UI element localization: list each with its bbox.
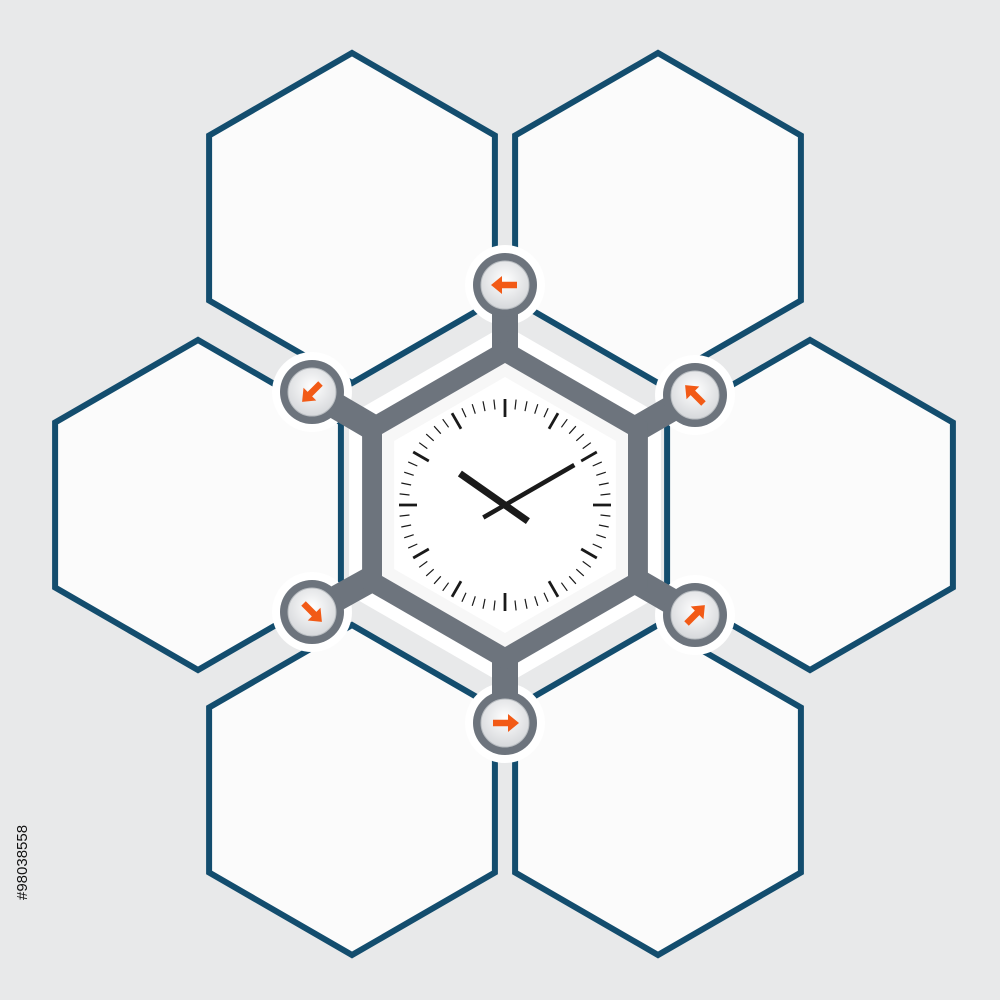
- minute-tick: [493, 600, 496, 611]
- minute-tick: [600, 514, 611, 517]
- minute-tick: [543, 407, 549, 418]
- minute-tick: [404, 534, 414, 539]
- minute-tick: [575, 433, 585, 442]
- hour-tick: [412, 450, 430, 463]
- minute-tick: [425, 568, 435, 577]
- minute-tick: [407, 461, 418, 467]
- panel-bottom-right: [512, 621, 804, 959]
- panel-frame: [512, 49, 804, 387]
- node-upper-left: [287, 367, 337, 417]
- minute-tick: [401, 482, 412, 486]
- minute-tick: [598, 524, 609, 528]
- minute-tick: [543, 592, 549, 603]
- panel-top-left: [206, 49, 498, 387]
- arrow-down-right-icon: [301, 601, 322, 622]
- hour-tick: [547, 412, 560, 430]
- minute-tick: [461, 407, 467, 418]
- minute-tick: [524, 598, 528, 609]
- clock: [394, 377, 616, 633]
- clock-ticks: [399, 399, 611, 611]
- arrow-shape: [685, 385, 706, 406]
- minute-tick: [600, 493, 611, 496]
- node-bottom: [480, 698, 530, 748]
- hour-tick: [580, 450, 598, 463]
- panel-frame: [206, 49, 498, 387]
- minute-tick: [425, 433, 435, 442]
- minute-tick: [442, 582, 450, 592]
- arrow-shape: [491, 276, 517, 294]
- minute-tick: [598, 482, 609, 486]
- minute-tick: [596, 471, 606, 476]
- arrow-shape: [493, 714, 519, 732]
- arrow-shape: [302, 381, 323, 402]
- minute-tick: [399, 514, 410, 517]
- hour-tick: [450, 412, 463, 430]
- minute-tick: [524, 401, 528, 412]
- minute-tick: [514, 399, 517, 410]
- minute-tick: [568, 575, 577, 585]
- minute-tick: [433, 575, 442, 585]
- minute-tick: [592, 461, 603, 467]
- panel-bottom-left: [206, 621, 498, 959]
- minute-tick: [442, 418, 450, 428]
- hour-hand: [457, 470, 530, 524]
- panel-frame: [512, 621, 804, 959]
- minute-tick: [582, 560, 592, 568]
- minute-tick: [596, 534, 606, 539]
- arrow-shape: [684, 605, 705, 626]
- minute-tick: [461, 592, 467, 603]
- arrow-shape: [301, 601, 322, 622]
- minute-tick: [493, 399, 496, 410]
- hour-tick: [412, 547, 430, 560]
- arrow-down-left-icon: [302, 381, 323, 402]
- minute-tick: [418, 442, 428, 450]
- panel-frame: [206, 621, 498, 959]
- minute-tick: [514, 600, 517, 611]
- minute-tick: [404, 471, 414, 476]
- minute-tick: [482, 598, 486, 609]
- minute-tick: [560, 582, 568, 592]
- minute-tick: [418, 560, 428, 568]
- node-lower-right: [670, 590, 720, 640]
- minute-tick: [399, 493, 410, 496]
- minute-tick: [592, 543, 603, 549]
- minute-tick: [471, 596, 476, 606]
- minute-hand: [482, 463, 576, 520]
- hour-tick: [547, 580, 560, 598]
- arrow-right-icon: [493, 714, 519, 732]
- minute-tick: [575, 568, 585, 577]
- minute-tick: [534, 596, 539, 606]
- arrow-nodes: [287, 260, 720, 748]
- hour-tick: [580, 547, 598, 560]
- minute-tick: [568, 425, 577, 435]
- minute-tick: [407, 543, 418, 549]
- node-top: [480, 260, 530, 310]
- minute-tick: [534, 404, 539, 414]
- minute-tick: [482, 401, 486, 412]
- node-lower-left: [287, 587, 337, 637]
- stock-id-text: #98038558: [14, 824, 31, 900]
- minute-tick: [582, 442, 592, 450]
- minute-tick: [401, 524, 412, 528]
- arrow-up-right-icon: [684, 605, 705, 626]
- panel-top-right: [512, 49, 804, 387]
- arrow-left-icon: [491, 276, 517, 294]
- node-upper-right: [670, 370, 720, 420]
- minute-tick: [560, 418, 568, 428]
- minute-tick: [471, 404, 476, 414]
- hour-tick: [450, 580, 463, 598]
- minute-tick: [433, 425, 442, 435]
- arrow-up-left-icon: [685, 385, 706, 406]
